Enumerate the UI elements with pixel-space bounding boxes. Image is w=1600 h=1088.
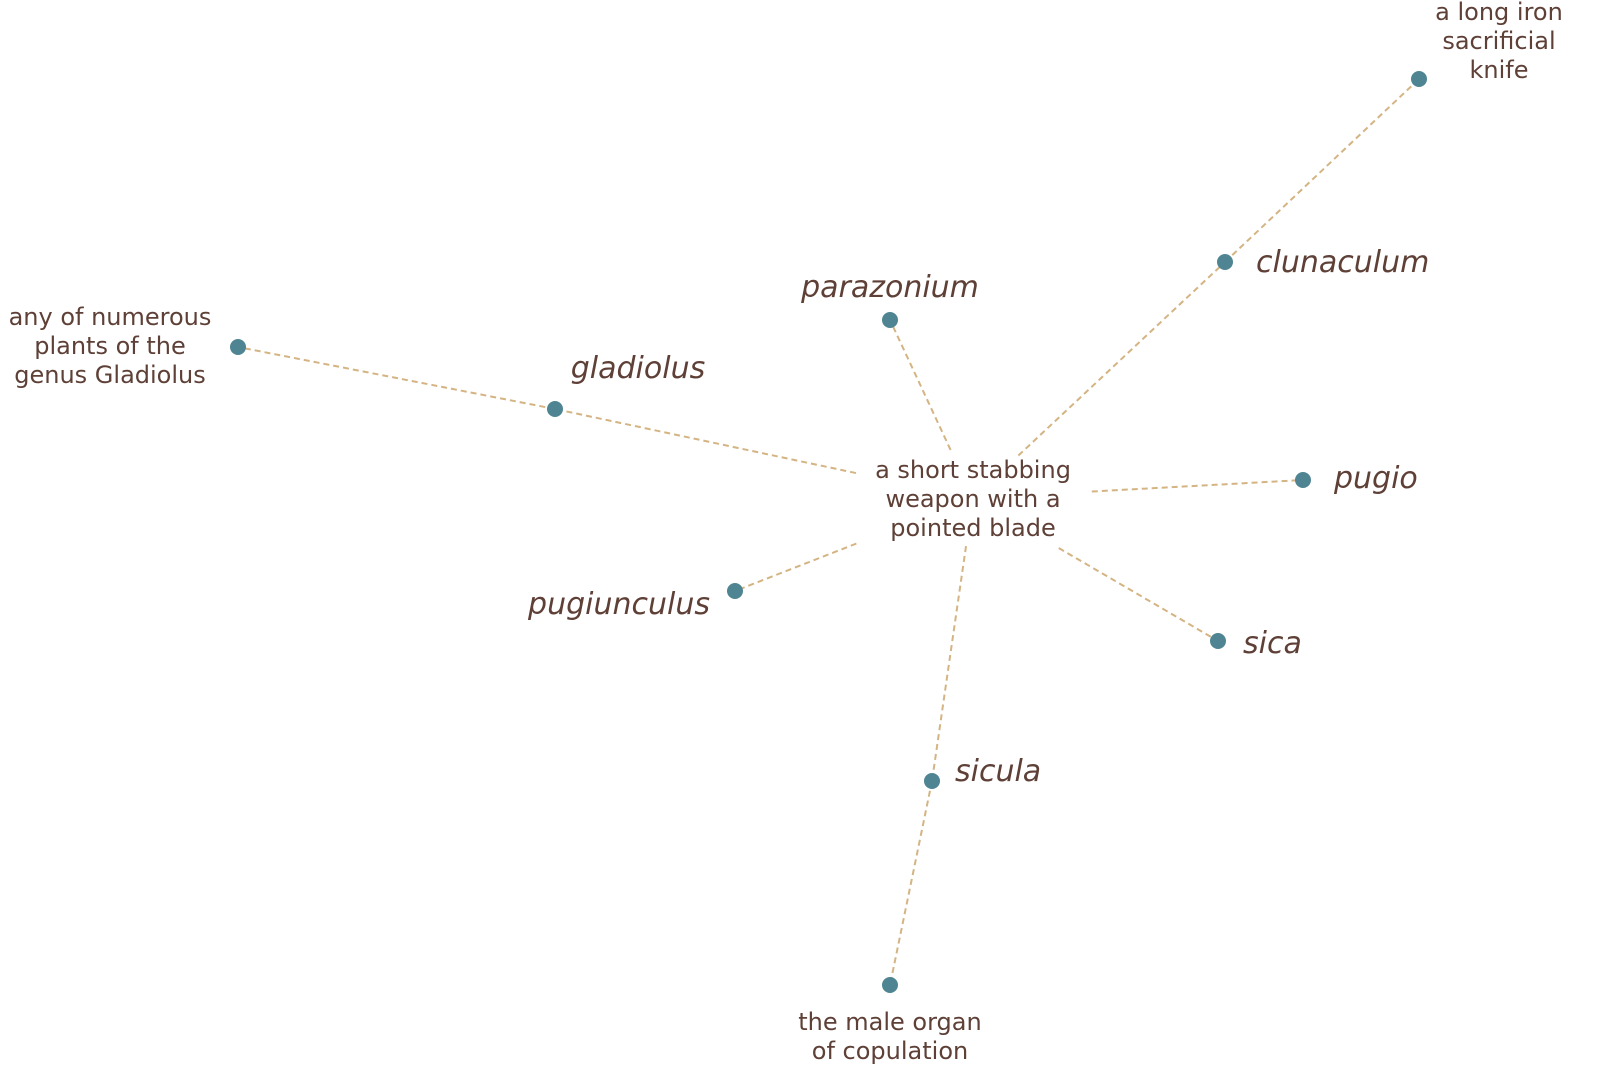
word-label-sica: sica (1243, 626, 1302, 661)
definition-line: knife (1470, 56, 1529, 84)
edge-gladiolus-def-plant (237, 346, 556, 410)
node-dot-sica[interactable] (1210, 633, 1226, 649)
edge-center-gladiolus (554, 408, 857, 475)
word-label-gladiolus: gladiolus (571, 351, 705, 386)
definition-line: sacrificial (1442, 27, 1555, 55)
node-dot-def-plant[interactable] (230, 339, 246, 355)
edge-center-sicula (931, 545, 968, 782)
center-definition-line: a short stabbing (875, 456, 1071, 484)
node-dot-def-organ[interactable] (882, 977, 898, 993)
center-definition-line: pointed blade (890, 514, 1055, 542)
node-dot-pugio[interactable] (1295, 472, 1311, 488)
word-label-pugiunculus: pugiunculus (527, 587, 710, 622)
node-dot-def-knife[interactable] (1411, 71, 1427, 87)
edge-center-pugiunculus (734, 542, 857, 592)
edge-sicula-def-organ (889, 780, 933, 986)
edge-center-clunaculum (1017, 261, 1226, 457)
edge-center-pugio (1091, 479, 1304, 493)
node-dot-parazonium[interactable] (882, 312, 898, 328)
definition-line: the male organ (798, 1008, 981, 1036)
word-label-sicula: sicula (955, 754, 1041, 789)
word-label-pugio: pugio (1333, 461, 1418, 496)
definition-line: of copulation (812, 1037, 968, 1065)
center-definition-line: weapon with a (885, 485, 1060, 513)
definition-line: a long iron (1435, 0, 1563, 26)
edge-center-sica (1058, 547, 1219, 642)
definition-line: genus Gladiolus (14, 361, 206, 389)
node-dot-sicula[interactable] (924, 773, 940, 789)
word-label-parazonium: parazonium (800, 270, 979, 305)
node-dot-clunaculum[interactable] (1217, 254, 1233, 270)
edge-center-parazonium (889, 319, 952, 451)
definition-line: any of numerous (9, 303, 212, 331)
node-dot-pugiunculus[interactable] (727, 583, 743, 599)
node-dot-gladiolus[interactable] (547, 401, 563, 417)
nodes-layer (230, 71, 1427, 993)
definition-line: plants of the (34, 332, 186, 360)
edge-clunaculum-def-knife (1224, 78, 1420, 263)
edges-layer (237, 78, 1420, 986)
word-label-clunaculum: clunaculum (1256, 245, 1429, 280)
